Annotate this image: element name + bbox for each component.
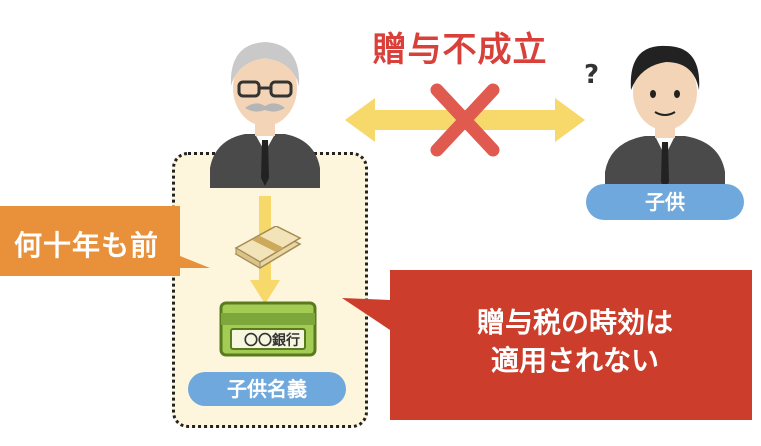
- statute-callout-shape: [342, 270, 752, 420]
- child-person-icon: [605, 45, 725, 192]
- time-label-shape: [0, 206, 210, 276]
- child-label: 子供: [586, 184, 744, 220]
- grandfather-icon: [210, 42, 320, 188]
- statute-text: 贈与税の時効は 適用されない: [400, 304, 750, 380]
- question-mark-icon: ?: [584, 60, 600, 90]
- statute-line-1: 贈与税の時効は: [476, 306, 673, 339]
- time-ago-text: 何十年も前: [14, 229, 160, 262]
- bankbook-icon: [219, 301, 317, 357]
- bank-name-text: 〇〇銀行: [244, 333, 300, 349]
- child-account-label: 子供名義: [188, 372, 346, 406]
- double-arrow-icon: [345, 83, 585, 157]
- diagram-title: 贈与不成立: [372, 30, 548, 70]
- cross-icon: [430, 83, 500, 157]
- statute-line-2: 適用されない: [490, 344, 659, 377]
- cash-bundle-icon: [234, 226, 302, 269]
